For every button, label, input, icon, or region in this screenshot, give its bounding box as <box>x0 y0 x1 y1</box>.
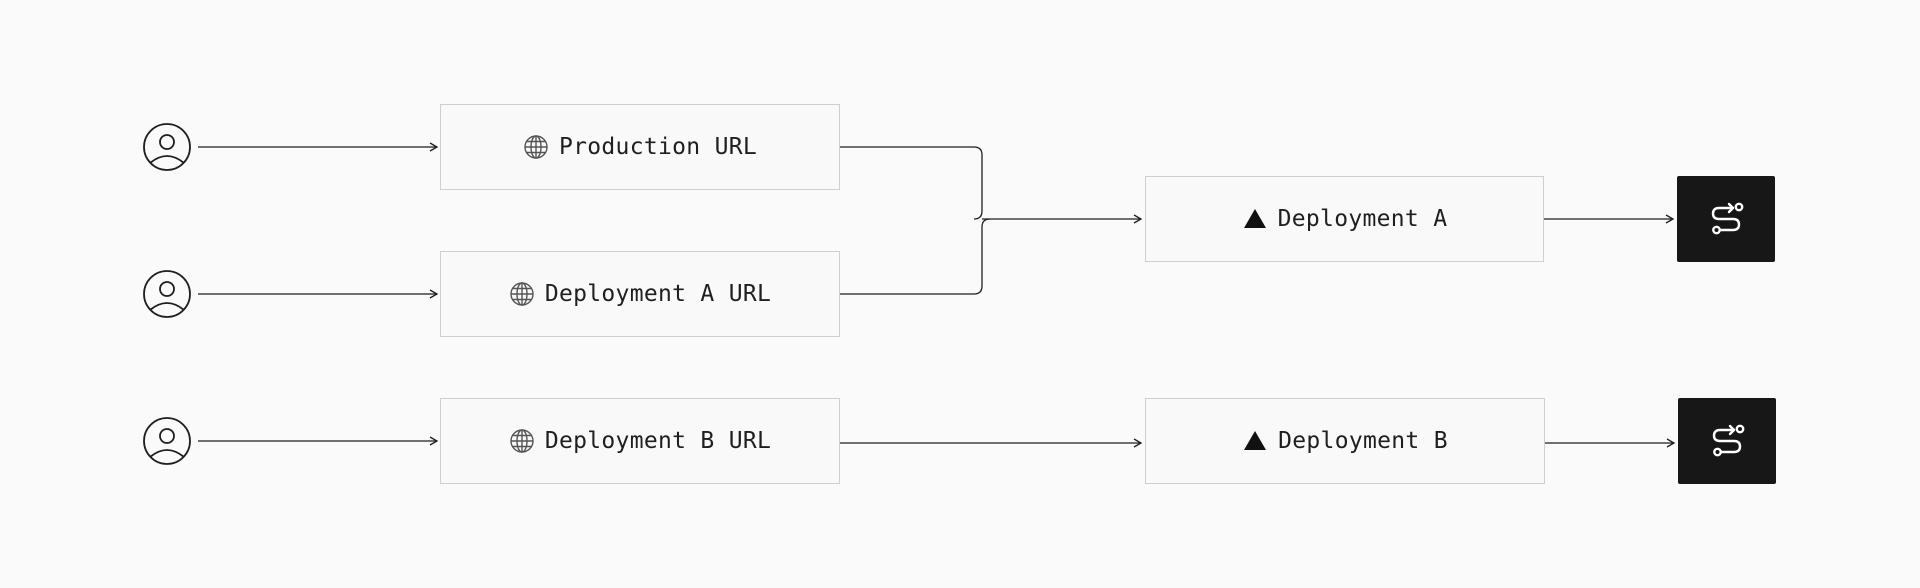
user-icon <box>142 122 192 172</box>
deployment-b-label: Deployment B <box>1278 428 1448 454</box>
deployment-b-box: Deployment B <box>1145 398 1545 484</box>
production-url-box: Production URL <box>440 104 840 190</box>
triangle-icon <box>1242 428 1268 454</box>
route-icon <box>1706 197 1746 241</box>
triangle-icon <box>1242 206 1268 232</box>
user-icon <box>142 269 192 319</box>
deployment-a-label: Deployment A <box>1277 206 1448 232</box>
deployment-b-url-label: Deployment B URL <box>544 428 772 454</box>
function-block-a <box>1677 176 1775 262</box>
edge-deployment-a-url-merge <box>840 218 991 295</box>
deployment-b-url-box: Deployment B URL <box>440 398 840 484</box>
route-icon <box>1707 419 1747 463</box>
globe-icon <box>509 281 535 307</box>
user-icon <box>142 416 192 466</box>
production-url-label: Production URL <box>558 134 758 160</box>
edge-production-url-merge <box>840 146 983 220</box>
globe-icon <box>523 134 549 160</box>
deployment-a-url-label: Deployment A URL <box>544 281 772 307</box>
globe-icon <box>509 428 535 454</box>
deployment-a-url-box: Deployment A URL <box>440 251 840 337</box>
deployment-a-box: Deployment A <box>1145 176 1544 262</box>
function-block-b <box>1678 398 1776 484</box>
